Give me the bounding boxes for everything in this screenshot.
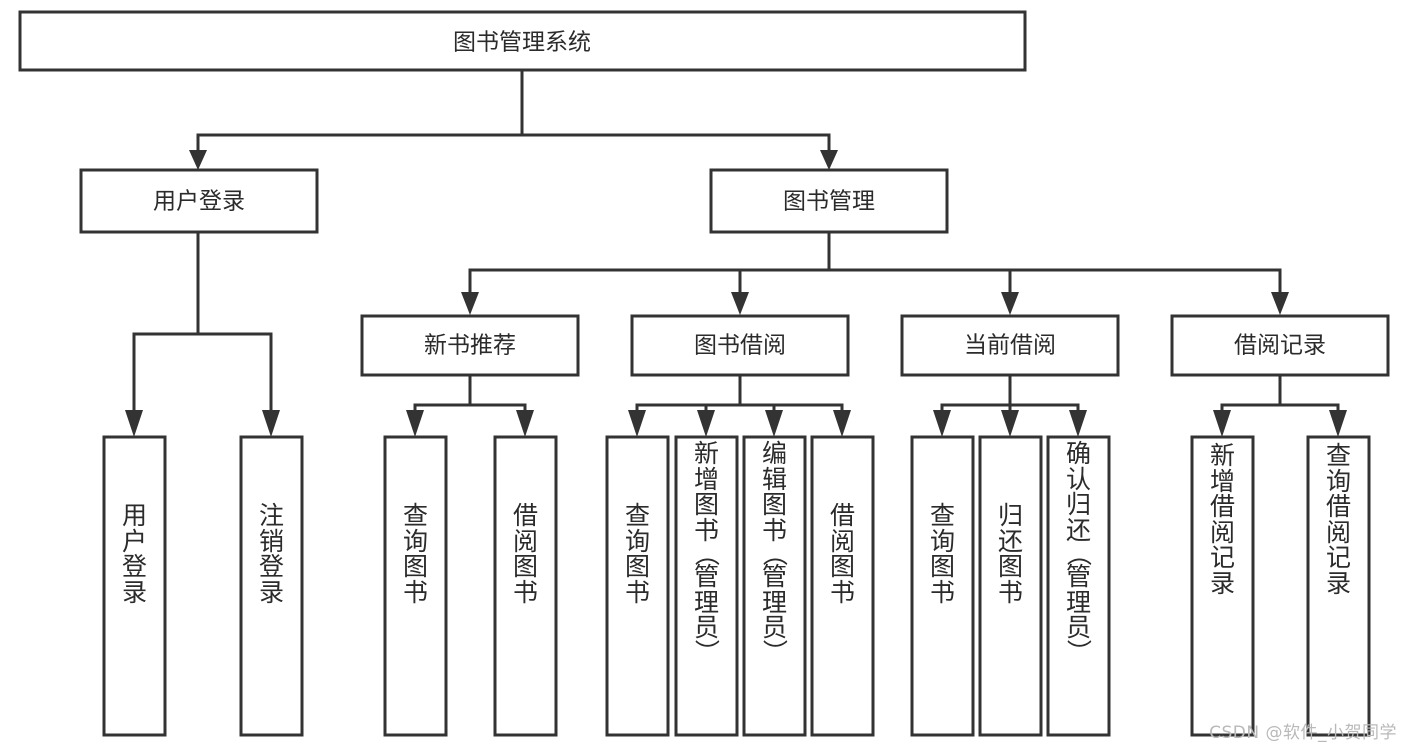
node-newbook-label: 新书推荐	[424, 333, 516, 359]
node-login[interactable]	[79, 168, 319, 234]
arrow-to-leaf4	[516, 410, 534, 437]
node-records-label: 借阅记录	[1234, 333, 1326, 359]
arrow-to-leaf10	[1001, 410, 1019, 437]
node-leaf13[interactable]	[1306, 435, 1371, 737]
node-current-label: 当前借阅	[964, 333, 1056, 359]
arrow-to-leaf5	[628, 410, 646, 437]
node-leaf12[interactable]	[1190, 435, 1255, 737]
arrow-to-leaf7	[765, 410, 783, 437]
node-newbook[interactable]	[360, 314, 580, 377]
arrow-to-login	[189, 150, 207, 170]
edges-layer	[125, 68, 1347, 437]
arrow-to-borrow	[731, 292, 749, 315]
arrow-to-leaf8	[833, 410, 851, 437]
node-leaf2[interactable]	[239, 435, 304, 737]
node-borrow[interactable]	[630, 314, 850, 377]
arrow-to-leaf1	[125, 410, 143, 437]
node-leaf3[interactable]	[383, 435, 448, 737]
node-root-label: 图书管理系统	[453, 30, 591, 56]
node-borrow-label: 图书借阅	[694, 333, 786, 359]
node-leaf4[interactable]	[493, 435, 558, 737]
node-records[interactable]	[1170, 314, 1390, 377]
arrow-to-leaf2	[262, 410, 280, 437]
arrow-to-records	[1271, 292, 1289, 315]
node-current[interactable]	[900, 314, 1120, 377]
node-leaf6[interactable]	[674, 435, 739, 737]
node-login-label: 用户登录	[153, 189, 245, 215]
nodes-layer: 图书管理系统 用户登录 图书管理 新书推荐 图书借阅 当前借阅 借阅记录	[18, 10, 1390, 737]
node-leaf7[interactable]	[742, 435, 807, 737]
node-leaf1[interactable]	[102, 435, 167, 737]
node-root[interactable]	[18, 10, 1027, 72]
node-bookmgmt[interactable]	[709, 168, 949, 234]
node-leaf5[interactable]	[605, 435, 670, 737]
arrow-to-current	[1001, 292, 1019, 315]
arrow-to-leaf9	[933, 410, 951, 437]
arrow-to-leaf12	[1213, 410, 1231, 437]
node-leaf11[interactable]	[1046, 435, 1111, 737]
node-leaf10[interactable]	[978, 435, 1043, 737]
watermark-text: CSDN @软件_小贺同学	[1209, 723, 1397, 743]
arrow-to-leaf6	[697, 410, 715, 437]
arrow-to-bookmgmt	[820, 150, 838, 170]
arrow-to-leaf3	[406, 410, 424, 437]
node-bookmgmt-label: 图书管理	[783, 189, 875, 215]
node-leaf9[interactable]	[910, 435, 975, 737]
arrow-to-leaf11	[1069, 410, 1087, 437]
arrow-to-newbook	[461, 292, 479, 315]
node-leaf8[interactable]	[810, 435, 875, 737]
arrow-to-leaf13	[1329, 410, 1347, 437]
